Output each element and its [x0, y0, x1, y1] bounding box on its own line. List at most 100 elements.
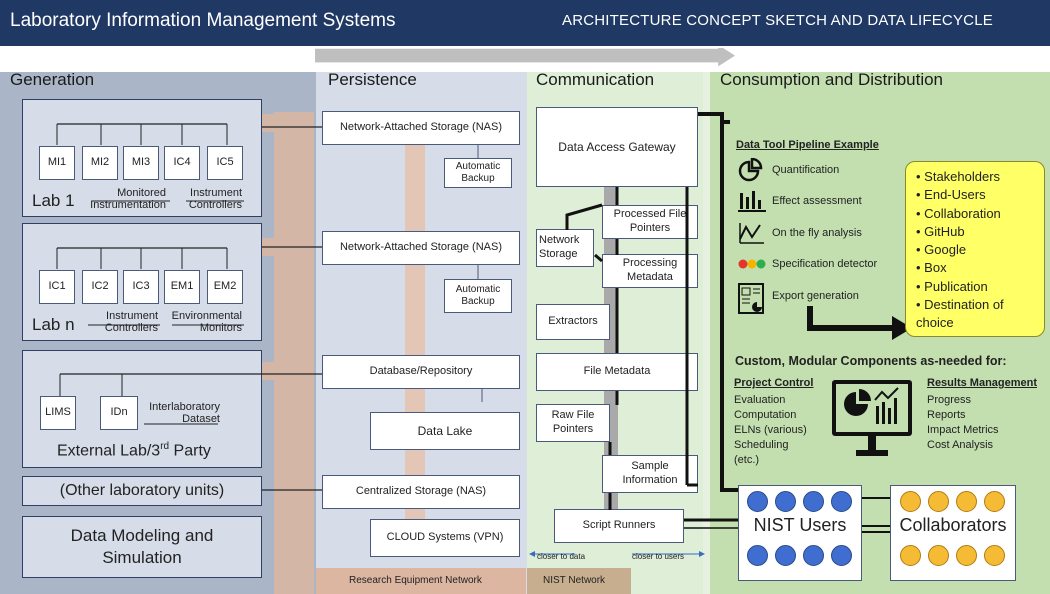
destination-end-users: End-Users [916, 186, 1034, 204]
destination-google: Google [916, 241, 1034, 259]
closer-to-data-label: closer to data [537, 552, 586, 561]
collaborator-avatar [984, 545, 1005, 566]
column-header-consumption: Consumption and Distribution [720, 70, 944, 89]
instrument-mi1[interactable]: MI1 [39, 146, 75, 180]
processed-file-pointers-box[interactable]: Processed File Pointers [602, 205, 698, 239]
collaborator-avatar [956, 491, 977, 512]
collaborator-avatar [900, 545, 921, 566]
results-item: Cost Analysis [927, 439, 994, 451]
lab-1-title: Lab 1 [32, 191, 75, 210]
processing-metadata-box[interactable]: Processing Metadata [602, 254, 698, 288]
external-lab-title-end: Party [169, 442, 211, 460]
project-control-item: Computation [734, 409, 797, 421]
results-management-list: Progress Reports Impact Metrics Cost Ana… [927, 393, 999, 453]
destination-choice: Destination of choice [916, 296, 1034, 333]
collaborators-label: Collaborators [899, 515, 1007, 535]
destination-github: GitHub [916, 223, 1034, 241]
collaborator-avatar [928, 491, 949, 512]
script-runners-box[interactable]: Script Runners [554, 509, 684, 543]
cloud-systems-box[interactable]: CLOUD Systems (VPN) [370, 519, 520, 557]
nas-2-box[interactable]: Network-Attached Storage (NAS) [322, 231, 520, 265]
pipeline-step-effect-assessment: Effect assessment [772, 195, 862, 207]
pipeline-step-quantification: Quantification [772, 164, 840, 176]
project-control-title: Project Control [734, 377, 814, 389]
column-header-persistence: Persistence [328, 70, 417, 89]
nas-1-box[interactable]: Network-Attached Storage (NAS) [322, 111, 520, 145]
external-lab-title: External Lab/3rd Party [57, 441, 211, 460]
extractors-box[interactable]: Extractors [536, 304, 610, 340]
data-access-gateway-box[interactable]: Data Access Gateway [536, 107, 698, 187]
label-monitored-instrumentation: Monitored Instrumentation [90, 187, 166, 211]
user-avatar [803, 491, 824, 512]
column-header-generation: Generation [10, 70, 95, 89]
project-control-item: Scheduling [734, 439, 789, 451]
nist-users-label: NIST Users [753, 515, 847, 535]
communication-spine [529, 187, 705, 557]
header-bar [0, 0, 1050, 46]
label-instrument-controllers-lab1: Instrument Controllers [188, 187, 242, 211]
project-control-item: ELNs (various) [734, 424, 807, 436]
user-avatar [747, 545, 768, 566]
sample-information-box[interactable]: Sample Information [602, 455, 698, 493]
collaborator-avatar [984, 491, 1005, 512]
user-avatar [803, 545, 824, 566]
results-item: Reports [927, 409, 966, 421]
page-title: Laboratory Information Management System… [10, 10, 396, 31]
destination-box: Box [916, 259, 1034, 277]
lab-n-title: Lab n [32, 315, 75, 334]
results-item: Impact Metrics [927, 424, 999, 436]
data-lake-box[interactable]: Data Lake [370, 412, 520, 450]
external-lab-title-text: External Lab/3 [57, 442, 161, 460]
collaborator-avatar [928, 545, 949, 566]
project-control-list: Evaluation Computation ELNs (various) Sc… [734, 393, 807, 468]
idn-node[interactable]: IDn [100, 396, 138, 430]
instrument-ic3[interactable]: IC3 [123, 270, 159, 304]
instrument-mi3[interactable]: MI3 [123, 146, 159, 180]
network-storage-box[interactable]: Network Storage [536, 229, 594, 267]
project-control-item: Evaluation [734, 394, 786, 406]
instrument-ic4[interactable]: IC4 [164, 146, 200, 180]
collaborator-avatar [956, 545, 977, 566]
data-modeling-box[interactable]: Data Modeling and Simulation [22, 516, 262, 578]
collaborator-avatar [900, 491, 921, 512]
centralized-storage-box[interactable]: Centralized Storage (NAS) [322, 475, 520, 509]
instrument-ic1[interactable]: IC1 [39, 270, 75, 304]
label-instrument-controllers-labn: Instrument Controllers [104, 310, 158, 334]
results-management-title: Results Management [927, 377, 1038, 389]
instrument-ic5[interactable]: IC5 [207, 146, 243, 180]
nist-network-label: NIST Network [543, 575, 606, 586]
pipeline-title: Data Tool Pipeline Example [736, 139, 879, 151]
pipeline-step-specification: Specification detector [772, 258, 878, 270]
lab-n-bus [56, 247, 244, 326]
destinations-box: Stakeholders End-Users Collaboration Git… [905, 161, 1045, 337]
instrument-em1[interactable]: EM1 [164, 270, 200, 304]
instrument-mi2[interactable]: MI2 [82, 146, 118, 180]
lims-node[interactable]: LIMS [40, 396, 76, 430]
file-metadata-box[interactable]: File Metadata [536, 353, 698, 391]
database-repository-box[interactable]: Database/Repository [322, 355, 520, 389]
external-lab-title-sup: rd [160, 441, 170, 452]
closer-to-users-label: closer to users [632, 552, 685, 561]
results-item: Progress [927, 394, 972, 406]
external-lab-links [59, 373, 322, 425]
destination-publication: Publication [916, 278, 1034, 296]
automatic-backup-1-box[interactable]: Automatic Backup [444, 158, 512, 188]
user-avatar [775, 491, 796, 512]
report-icon [738, 283, 764, 314]
user-avatar [831, 491, 852, 512]
generation-persistence-links [262, 489, 324, 491]
modular-components-title: Custom, Modular Components as-needed for… [735, 354, 1007, 368]
destination-collaboration: Collaboration [916, 205, 1034, 223]
communication-column-edge [703, 72, 710, 594]
destination-stakeholders: Stakeholders [916, 168, 1034, 186]
other-lab-units-box[interactable]: (Other laboratory units) [22, 476, 262, 506]
label-interlaboratory-dataset: Interlaboratory Dataset [149, 401, 220, 425]
lab-1-bus [56, 123, 244, 202]
instrument-em2[interactable]: EM2 [207, 270, 243, 304]
instrument-ic2[interactable]: IC2 [82, 270, 118, 304]
pipeline-step-export: Export generation [772, 290, 859, 302]
trend-line-icon [739, 223, 764, 244]
raw-file-pointers-box[interactable]: Raw File Pointers [536, 404, 610, 442]
automatic-backup-2-box[interactable]: Automatic Backup [444, 279, 512, 313]
dashboard-monitor-icon [832, 380, 912, 456]
